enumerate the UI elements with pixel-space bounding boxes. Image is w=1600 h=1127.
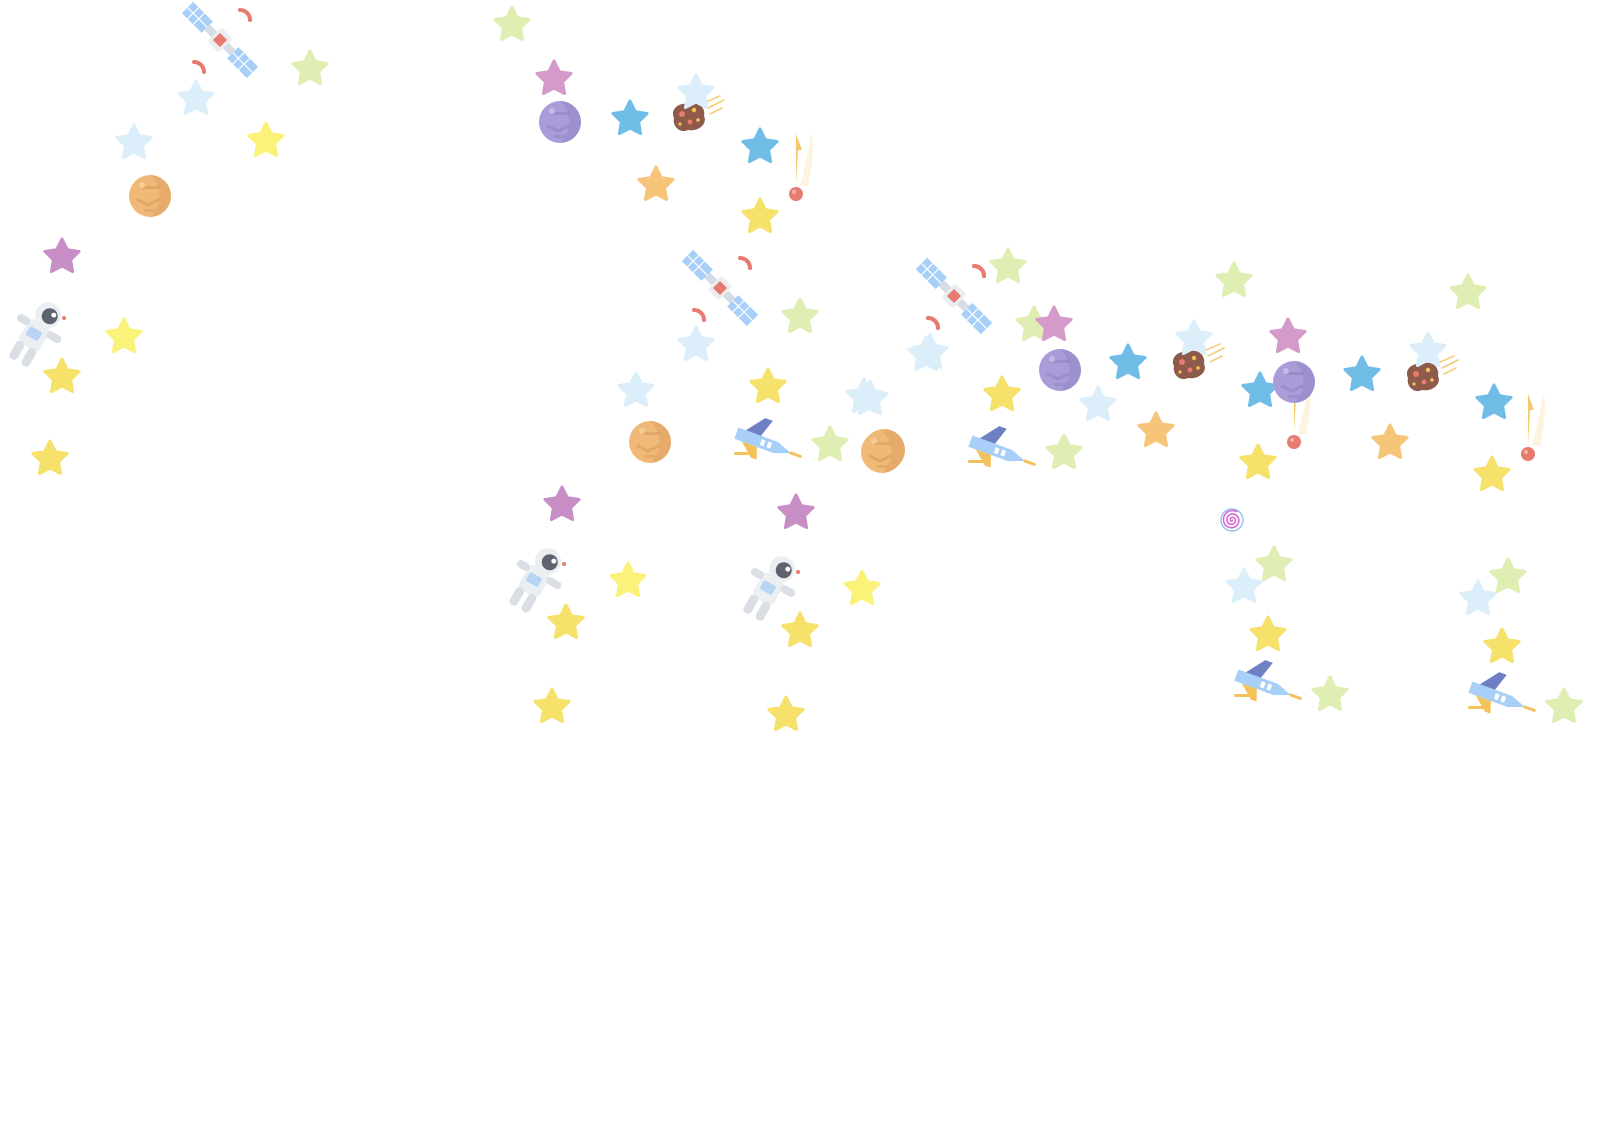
space-shuttle-icon <box>734 414 810 464</box>
asteroid-icon <box>668 95 726 136</box>
star-icon <box>546 602 586 644</box>
star-icon <box>616 370 656 412</box>
star-icon <box>1108 342 1148 384</box>
comet-icon <box>778 132 818 204</box>
space-shuttle-icon <box>968 422 1044 472</box>
planet-icon <box>1272 360 1316 404</box>
star-icon <box>1370 422 1410 464</box>
star-icon <box>1044 432 1084 474</box>
planet-icon <box>1038 348 1082 392</box>
star-icon <box>1136 410 1176 452</box>
astronaut-icon <box>0 296 72 374</box>
spiral-galaxy-icon <box>1220 508 1244 532</box>
satellite-icon <box>180 0 260 80</box>
star-icon <box>532 686 572 728</box>
star-icon <box>104 316 144 358</box>
star-icon <box>1458 578 1498 620</box>
star-icon <box>1472 454 1512 496</box>
star-icon <box>30 438 70 480</box>
star-icon <box>906 334 946 376</box>
star-icon <box>676 324 716 366</box>
star-icon <box>1342 354 1382 396</box>
planet-icon <box>128 174 172 218</box>
star-icon <box>534 58 574 100</box>
star-icon <box>1224 566 1264 608</box>
star-icon <box>1238 442 1278 484</box>
star-icon <box>1248 614 1288 656</box>
star-icon <box>246 120 286 162</box>
star-icon <box>1214 260 1254 302</box>
star-icon <box>810 424 850 466</box>
star-icon <box>1174 318 1214 360</box>
star-icon <box>114 122 154 164</box>
star-icon <box>748 366 788 408</box>
star-icon <box>776 492 816 534</box>
star-icon <box>608 560 648 602</box>
star-icon <box>1254 544 1294 586</box>
star-icon <box>492 4 532 46</box>
star-icon <box>766 694 806 736</box>
star-icon <box>1408 330 1448 372</box>
star-icon <box>610 98 650 140</box>
star-icon <box>1482 626 1522 668</box>
star-icon <box>780 610 820 652</box>
star-icon <box>1474 382 1514 424</box>
astronaut-icon <box>500 542 572 620</box>
space-shuttle-icon <box>1468 668 1544 718</box>
planet-icon <box>860 430 904 474</box>
star-icon <box>842 568 882 610</box>
space-shuttle-icon <box>1234 656 1310 706</box>
satellite-icon <box>914 256 994 336</box>
star-icon <box>780 296 820 338</box>
star-icon <box>1034 304 1074 346</box>
star-icon <box>1488 556 1528 598</box>
star-icon <box>42 356 82 398</box>
star-icon <box>42 236 82 278</box>
planet-icon <box>628 420 672 464</box>
asteroid-icon <box>1402 355 1460 396</box>
asteroid-icon <box>1168 343 1226 384</box>
star-icon <box>176 78 216 120</box>
star-icon <box>636 164 676 206</box>
star-icon <box>1310 674 1350 716</box>
star-icon <box>1078 384 1118 426</box>
star-icon <box>850 378 890 420</box>
star-icon <box>1544 686 1584 728</box>
star-icon <box>1240 370 1280 412</box>
star-icon <box>988 246 1028 288</box>
star-icon <box>542 484 582 526</box>
star-icon <box>1448 272 1488 314</box>
planet-icon <box>538 100 582 144</box>
star-icon <box>740 126 780 168</box>
comet-icon <box>1510 392 1550 464</box>
star-icon <box>676 72 716 114</box>
astronaut-icon <box>734 550 806 628</box>
satellite-icon <box>680 248 760 328</box>
star-icon <box>982 374 1022 416</box>
star-icon <box>740 196 780 238</box>
star-icon <box>290 48 330 90</box>
star-icon <box>1268 316 1308 358</box>
